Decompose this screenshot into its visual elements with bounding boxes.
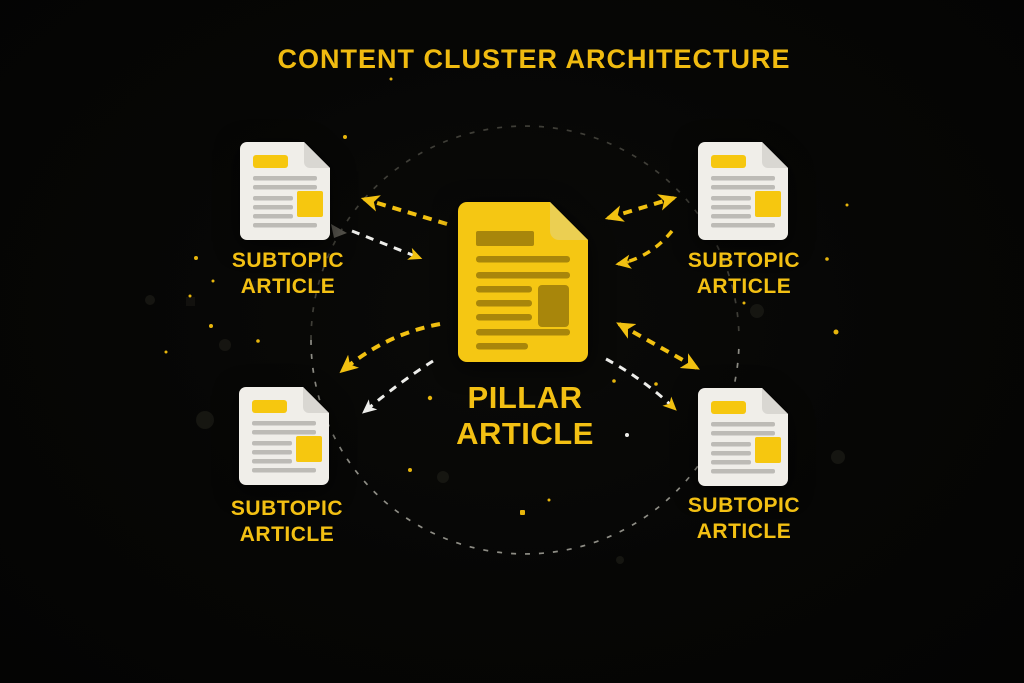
subtopic-label-line1: SUBTOPIC bbox=[231, 249, 345, 272]
subtopic-label-line2: ARTICLE bbox=[240, 275, 336, 298]
arrow-bottomleft-white bbox=[362, 359, 434, 414]
subtopic-label-line2: ARTICLE bbox=[696, 275, 792, 298]
arrow-pillar-to-topleft bbox=[360, 195, 448, 226]
gray-arrowhead-decal bbox=[331, 224, 347, 238]
pillar-article-label: PILLAR ARTICLE bbox=[425, 380, 625, 452]
arrow-topleft-to-pillar bbox=[331, 224, 423, 260]
subtopic-fold-corner bbox=[762, 142, 788, 168]
arrow-pillar-bottomright-twoway bbox=[616, 322, 700, 370]
subtopic-label-line2: ARTICLE bbox=[239, 523, 335, 546]
arrow-bottomright-white bbox=[605, 357, 677, 411]
diagram-title: CONTENT CLUSTER ARCHITECTURE bbox=[277, 44, 791, 74]
subtopic-document-icon bbox=[239, 387, 329, 485]
background-particles bbox=[164, 77, 849, 515]
arrow-pillar-to-bottomleft bbox=[339, 322, 441, 374]
pillar-label-line1: PILLAR bbox=[467, 380, 583, 415]
subtopic-label-bottom-right: SUBTOPIC ARTICLE bbox=[664, 493, 824, 545]
arrow-pillar-topright-twoway bbox=[604, 194, 678, 222]
subtopic-document-icon bbox=[698, 388, 788, 486]
subtopic-label-bottom-left: SUBTOPIC ARTICLE bbox=[207, 496, 367, 548]
pillar-fold-corner bbox=[550, 202, 588, 240]
pillar-label-line2: ARTICLE bbox=[456, 416, 594, 451]
pillar-document-icon bbox=[458, 202, 588, 362]
subtopic-label-line1: SUBTOPIC bbox=[687, 249, 801, 272]
subtopic-fold-corner bbox=[304, 142, 330, 168]
background-blotches bbox=[145, 281, 845, 564]
subtopic-document-icon bbox=[698, 142, 788, 240]
subtopic-document-icon bbox=[240, 142, 330, 240]
subtopic-label-line2: ARTICLE bbox=[696, 520, 792, 543]
subtopic-label-top-left: SUBTOPIC ARTICLE bbox=[208, 248, 368, 300]
subtopic-label-line1: SUBTOPIC bbox=[230, 497, 344, 520]
subtopic-fold-corner bbox=[762, 388, 788, 414]
subtopic-fold-corner bbox=[303, 387, 329, 413]
subtopic-label-top-right: SUBTOPIC ARTICLE bbox=[664, 248, 824, 300]
arrow-topright-to-pillar bbox=[615, 229, 674, 269]
subtopic-label-line1: SUBTOPIC bbox=[687, 494, 801, 517]
